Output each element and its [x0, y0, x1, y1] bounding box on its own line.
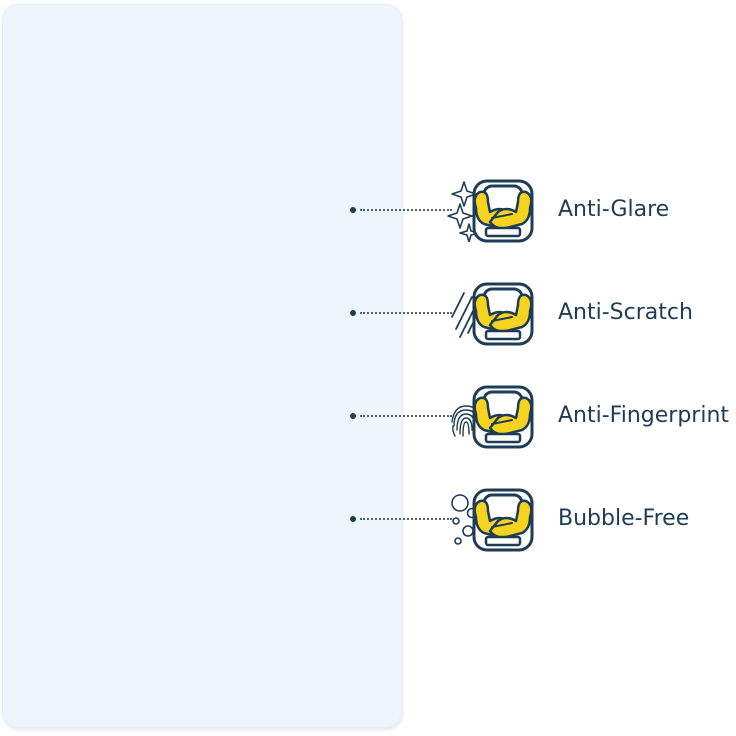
feature-label: Anti-Glare: [558, 197, 670, 222]
feature-bubble-free: Bubble-Free: [348, 485, 736, 555]
dotted-leader-line: [360, 312, 452, 314]
feature-anti-fingerprint: Anti-Fingerprint: [348, 382, 736, 452]
feature-anti-glare: Anti-Glare: [348, 176, 736, 246]
strongman-badge-icon: [470, 487, 536, 553]
pointer-dot: [350, 516, 356, 522]
feature-label: Anti-Fingerprint: [558, 403, 730, 428]
strongman-badge-icon: [470, 178, 536, 244]
dotted-leader-line: [360, 209, 452, 211]
feature-anti-scratch: Anti-Scratch: [348, 279, 736, 349]
pointer-dot: [350, 413, 356, 419]
screen-protector-panel: [2, 4, 402, 728]
dotted-leader-line: [360, 415, 452, 417]
pointer-dot: [350, 310, 356, 316]
feature-label: Anti-Scratch: [558, 300, 693, 325]
feature-label: Bubble-Free: [558, 506, 690, 531]
dotted-leader-line: [360, 518, 452, 520]
strongman-badge-icon: [470, 281, 536, 347]
bubbles-icon: [451, 494, 478, 545]
strongman-badge-icon: [470, 384, 536, 450]
pointer-dot: [350, 207, 356, 213]
